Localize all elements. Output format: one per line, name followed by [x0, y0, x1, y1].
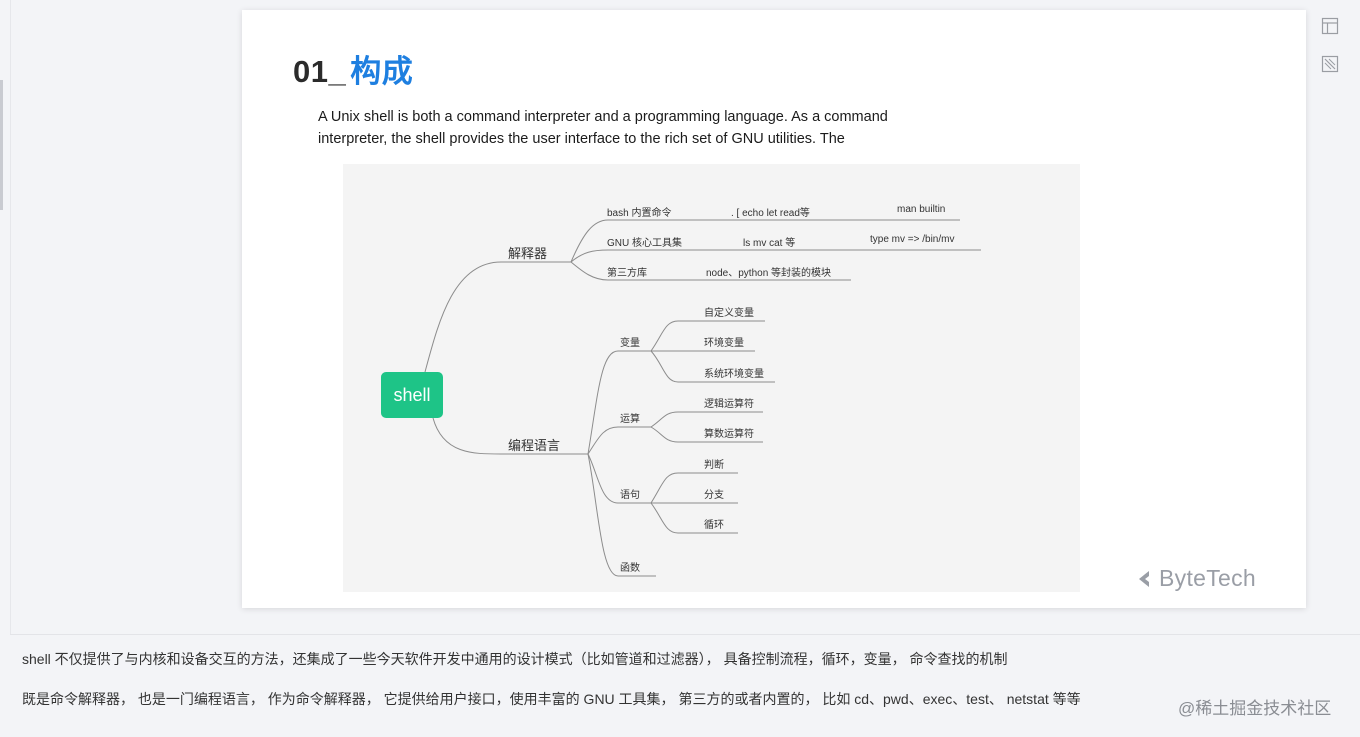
crop-icon[interactable] — [1320, 54, 1340, 74]
node-logical-operators: 逻辑运算符 — [704, 399, 754, 410]
node-bash-example: . [ echo let read等 — [731, 208, 810, 219]
node-env-variable: 环境变量 — [704, 338, 744, 349]
node-bash-extra: man builtin — [897, 204, 946, 215]
node-arithmetic-operators: 算数运算符 — [704, 429, 754, 440]
note-paragraph-2: 既是命令解释器， 也是一门编程语言， 作为命令解释器， 它提供给用户接口，使用丰… — [22, 691, 1081, 707]
mindmap-root-node: shell — [381, 372, 443, 418]
node-interpreter: 解释器 — [508, 246, 548, 261]
slide: 01_构成 A Unix shell is both a command int… — [242, 10, 1306, 608]
slide-title-number: 01_ — [293, 54, 347, 89]
side-toolbar — [1320, 16, 1340, 92]
node-custom-variable: 自定义变量 — [704, 308, 754, 319]
layout-icon[interactable] — [1320, 16, 1340, 36]
bytetech-logo-text: ByteTech — [1159, 565, 1257, 591]
mindmap-lines — [424, 219, 981, 577]
node-language: 编程语言 — [508, 438, 561, 453]
site-watermark: @稀土掘金技术社区 — [1178, 699, 1332, 718]
node-gnu-example: ls mv cat 等 — [743, 238, 796, 249]
node-variables: 变量 — [620, 338, 640, 349]
node-operations: 运算 — [620, 414, 640, 425]
slide-title: 01_构成 — [293, 46, 413, 91]
bytetech-logo-icon — [1139, 570, 1149, 587]
node-branch: 分支 — [704, 490, 724, 501]
node-functions: 函数 — [620, 563, 640, 574]
scrollbar-thumb[interactable] — [0, 80, 3, 210]
note-paragraph-1: shell 不仅提供了与内核和设备交互的方法，还集成了一些今天软件开发中通用的设… — [22, 651, 1008, 667]
mindmap: shell 解释器 编程语言 bash 内置命令 . [ echo let re… — [343, 164, 1080, 592]
section-divider — [10, 634, 1360, 635]
left-divider — [10, 0, 11, 634]
node-gnu-core: GNU 核心工具集 — [607, 238, 682, 249]
node-bash-builtin: bash 内置命令 — [607, 208, 672, 219]
node-third-party: 第三方库 — [607, 268, 647, 279]
bytetech-logo: ByteTech — [1135, 565, 1256, 592]
slide-intro-text: A Unix shell is both a command interpret… — [318, 109, 888, 147]
node-gnu-extra: type mv => /bin/mv — [870, 234, 955, 245]
node-statements: 语句 — [620, 490, 640, 501]
node-third-party-example: node、python 等封装的模块 — [706, 268, 832, 279]
slide-title-text: 构成 — [350, 54, 414, 89]
node-condition: 判断 — [704, 460, 724, 471]
node-loop: 循环 — [704, 520, 724, 531]
node-system-env-variable: 系统环境变量 — [704, 369, 764, 380]
